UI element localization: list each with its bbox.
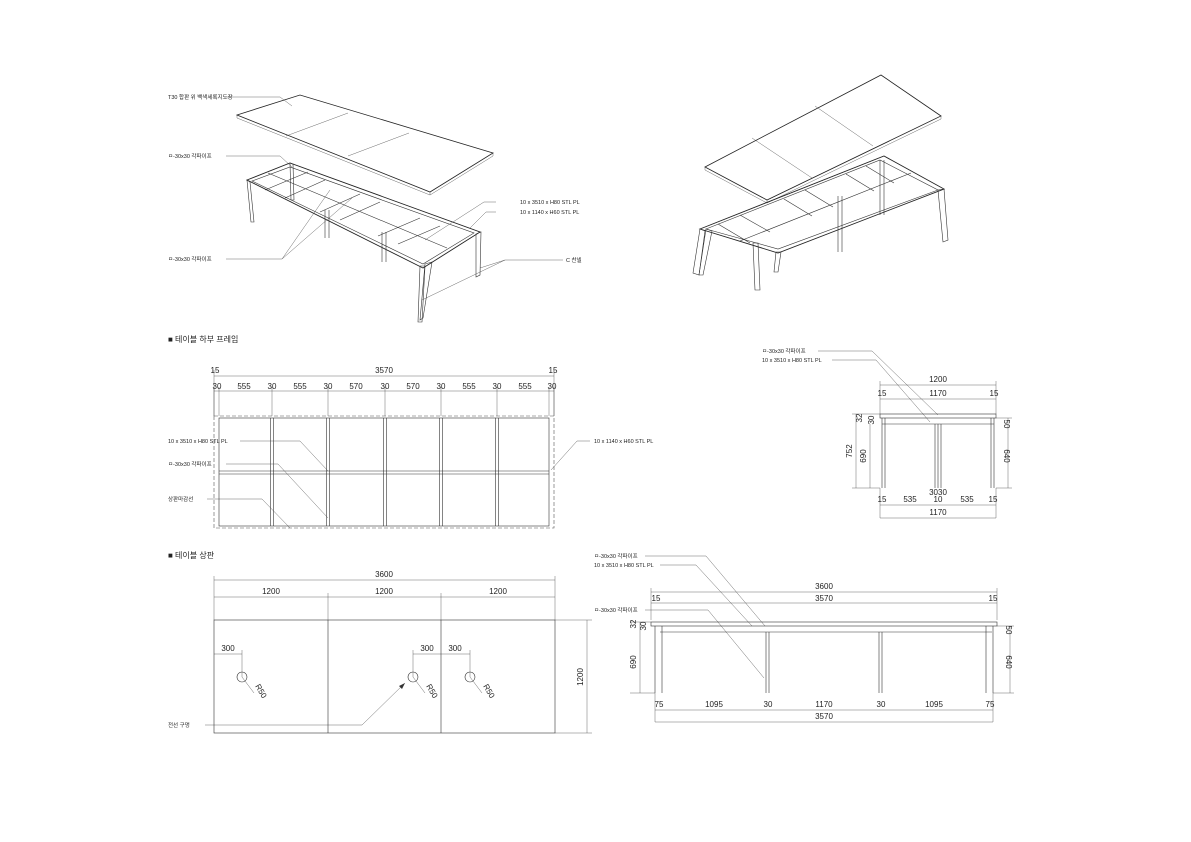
dim-front-bottom-3: 30 — [764, 700, 773, 709]
note-pl-short: 10 x 1140 x H60 STL PL — [520, 210, 579, 216]
dim-hole-radius-2: R50 — [424, 683, 439, 701]
dim-front-edge-right: 15 — [989, 594, 998, 603]
dim-side-bottom-3: 10 — [934, 495, 943, 504]
note-front-pipe-a: ㅁ-30x30 각파이프 — [594, 552, 638, 560]
dim-top-depth: 1200 — [576, 668, 585, 686]
dim-side-width: 1200 — [929, 375, 947, 384]
dim-side-top-a: 32 — [855, 413, 864, 422]
plan-top-drawing: ■ 테이블 상판 3600 1200 1200 1200 300 300 300… — [168, 550, 592, 734]
dim-front-bottom-5: 30 — [877, 700, 886, 709]
note-front-pl: 10 x 3510 x H80 STL PL — [594, 563, 654, 569]
dim-frame-seg-7: 30 — [381, 382, 390, 391]
dim-front-right-a: 50 — [1004, 626, 1013, 635]
dim-frame-seg-5: 30 — [324, 382, 333, 391]
note-side-pipe: ㅁ-30x30 각파이프 — [762, 347, 806, 355]
note-pipe-a: ㅁ-30x30 각파이프 — [168, 152, 212, 160]
dim-frame-seg-8: 570 — [406, 382, 420, 391]
front-view-drawing: ㅁ-30x30 각파이프 10 x 3510 x H80 STL PL ㅁ-30… — [594, 552, 1014, 723]
dim-front-bottom-4: 1170 — [815, 700, 833, 709]
dim-front-right-b: 640 — [1004, 655, 1013, 669]
dim-side-bottom-2: 535 — [903, 495, 917, 504]
dim-hole-offset-1: 300 — [221, 644, 235, 653]
dim-frame-seg-9: 30 — [437, 382, 446, 391]
dim-front-edge-left: 15 — [652, 594, 661, 603]
note-frame-pl-long: 10 x 3510 x H80 STL PL — [168, 439, 228, 445]
dim-frame-seg-12: 555 — [518, 382, 532, 391]
note-pl-long: 10 x 3510 x H80 STL PL — [520, 200, 580, 206]
dim-top-seg-2: 1200 — [375, 587, 393, 596]
section-title-frame: ■ 테이블 하부 프레임 — [168, 334, 238, 344]
dim-side-bottom-total: 1170 — [929, 508, 947, 517]
dim-hole-radius-3: R50 — [481, 683, 496, 701]
dim-top-seg-3: 1200 — [489, 587, 507, 596]
dim-side-right-a: 50 — [1002, 420, 1011, 429]
dim-frame-total: 3570 — [375, 366, 393, 375]
dim-top-total: 3600 — [375, 570, 393, 579]
dim-frame-seg-4: 555 — [293, 382, 307, 391]
dim-front-top-b: 30 — [639, 621, 648, 630]
dim-front-leg: 690 — [629, 655, 638, 669]
dim-hole-offset-3: 300 — [448, 644, 462, 653]
dim-side-edge-left: 15 — [878, 389, 887, 398]
dim-side-mid: 3030 — [929, 488, 947, 497]
dim-side-leg: 690 — [859, 449, 868, 463]
dim-hole-radius-1: R50 — [253, 683, 268, 701]
dim-front-total: 3600 — [815, 582, 833, 591]
note-frame-pipe: ㅁ-30x30 각파이프 — [168, 460, 212, 468]
note-front-pipe-b: ㅁ-30x30 각파이프 — [594, 606, 638, 614]
dim-frame-seg-11: 30 — [493, 382, 502, 391]
dim-side-top-b: 30 — [867, 415, 876, 424]
dim-front-bottom-1: 75 — [655, 700, 664, 709]
dim-frame-seg-1: 30 — [213, 382, 222, 391]
dim-front-bottom-total: 3570 — [815, 712, 833, 721]
dim-hole-offset-2: 300 — [420, 644, 434, 653]
dim-front-bottom-2: 1095 — [705, 700, 723, 709]
dim-frame-seg-13: 30 — [548, 382, 557, 391]
section-title-top: ■ 테이블 상판 — [168, 550, 215, 560]
dim-frame-seg-6: 570 — [349, 382, 363, 391]
dim-side-height: 752 — [845, 444, 854, 458]
dim-side-inner: 1170 — [929, 389, 947, 398]
dim-side-bottom-1: 15 — [878, 495, 887, 504]
dim-side-bottom-5: 15 — [989, 495, 998, 504]
dim-side-edge-right: 15 — [990, 389, 999, 398]
note-channel: C 찬넬 — [566, 256, 582, 264]
note-top-panel: T30 합판 위 백색세록지도장 — [168, 93, 233, 101]
dim-frame-seg-10: 555 — [462, 382, 476, 391]
frame-segment-dims: 30 555 30 555 30 570 30 570 30 555 30 555 30 — [213, 382, 557, 416]
dim-front-top-a: 32 — [629, 619, 638, 628]
note-wire-hole: 전선 구멍 — [168, 721, 190, 729]
dim-frame-seg-3: 30 — [268, 382, 277, 391]
dim-top-seg-1: 1200 — [262, 587, 280, 596]
iso-left-drawing: T30 합판 위 백색세록지도장 ㅁ-30x30 각파이프 10 x 3510 … — [168, 93, 582, 323]
dim-front-frame: 3570 — [815, 594, 833, 603]
note-side-pl: 10 x 3510 x H80 STL PL — [762, 358, 822, 364]
iso-right-drawing — [692, 74, 949, 291]
dim-front-bottom-6: 1095 — [925, 700, 943, 709]
note-pipe-b: ㅁ-30x30 각파이프 — [168, 255, 212, 263]
dim-frame-edge-right: 15 — [549, 366, 558, 375]
note-frame-edge-line: 상판마감선 — [168, 495, 193, 503]
side-view-drawing: ㅁ-30x30 각파이프 10 x 3510 x H80 STL PL 1200… — [762, 347, 1012, 519]
dim-frame-edge-left: 15 — [211, 366, 220, 375]
dim-side-bottom-4: 535 — [960, 495, 974, 504]
dim-frame-seg-2: 555 — [237, 382, 251, 391]
note-frame-pl-short: 10 x 1140 x H60 STL PL — [594, 439, 653, 445]
dim-front-bottom-7: 75 — [986, 700, 995, 709]
dim-side-right-b: 640 — [1002, 449, 1011, 463]
